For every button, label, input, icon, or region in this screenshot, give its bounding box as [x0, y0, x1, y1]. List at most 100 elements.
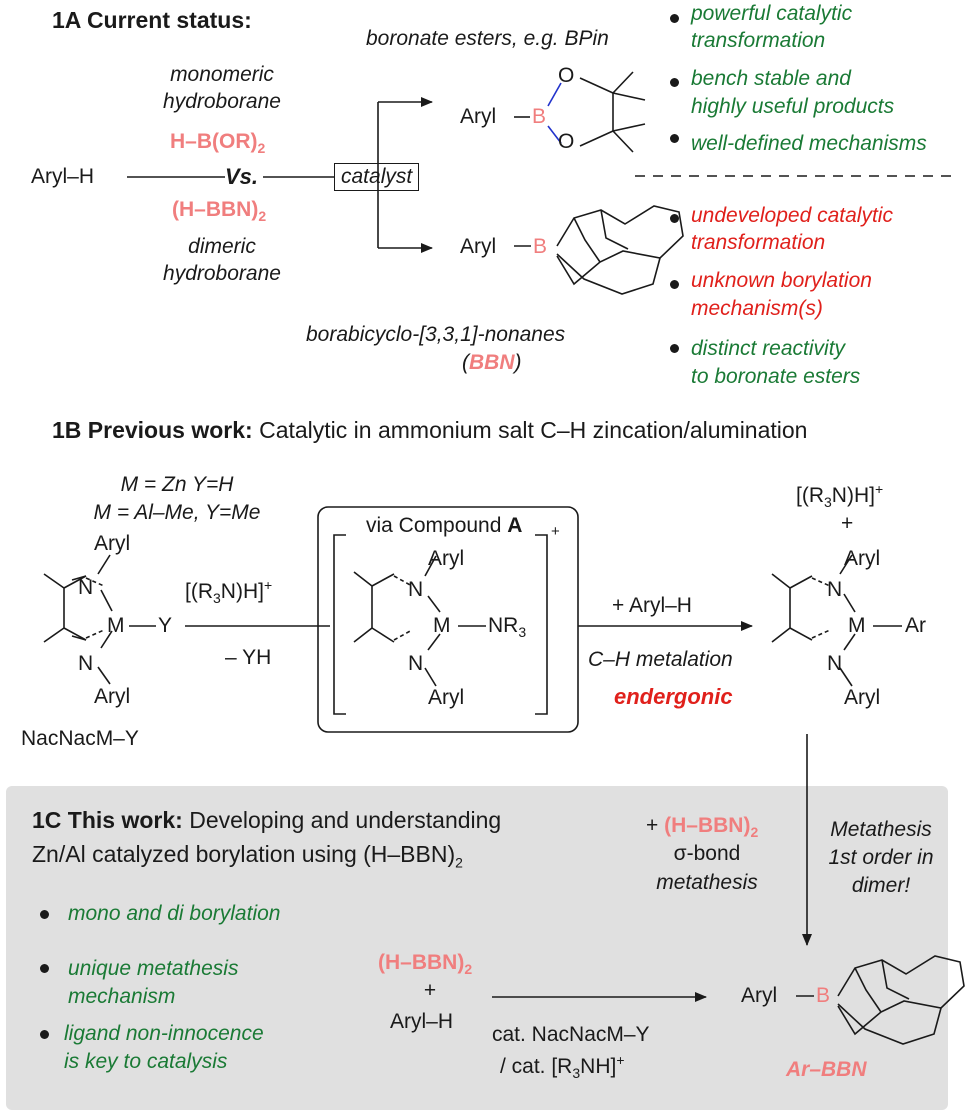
boron-bottom: B: [533, 235, 548, 258]
sigma-bond-label: σ-bond: [673, 842, 741, 865]
bbn-cage-bottom-product: [837, 1003, 942, 1045]
product-db-top: [811, 577, 831, 587]
product-n-top: N: [827, 578, 843, 601]
product-aryl: Aryl: [741, 984, 778, 1007]
bullet-dot: [670, 78, 679, 87]
bullet-ligand-line1: ligand non-innocence: [64, 1022, 264, 1045]
bullet-bench-line2: highly useful products: [691, 95, 895, 118]
compound-a-n-top: N: [408, 578, 424, 601]
methyl-2: [612, 92, 646, 101]
product-ar: Ar: [905, 614, 926, 637]
hbbn2-formula: (H–BBN)2: [172, 198, 267, 225]
oxygen-upper: O: [558, 64, 575, 87]
nacnac-y: Y: [158, 614, 173, 637]
section-1a-heading: 1A Current status:: [52, 7, 252, 33]
bullet-unknown-line1: unknown borylation: [691, 269, 872, 292]
plus-aryl-h: + Aryl–H: [612, 594, 692, 617]
this-work-panel: [6, 786, 948, 1110]
catalyst-box: catalyst: [334, 163, 420, 191]
bullet-dot: [670, 214, 679, 223]
bbn-cage-top: [556, 205, 684, 286]
product-aryl-top: [839, 554, 853, 575]
nacnac-label: NacNacM–Y: [21, 727, 139, 750]
bullet-powerful-line2: transformation: [691, 29, 826, 52]
product-aryl-bottom: [839, 667, 853, 687]
compound-a-backbone: [353, 571, 395, 643]
monomeric-label: monomeric: [170, 63, 274, 86]
m-al-definition: M = Al–Me, Y=Me: [93, 501, 261, 524]
nacnac-n-bottom: N: [78, 652, 94, 675]
vs-label: Vs.: [225, 164, 259, 189]
product-ar-bbn-label: Ar–BBN: [786, 1058, 867, 1081]
compound-a-m: M: [433, 614, 451, 637]
compound-a-aryl-bottom: Aryl: [428, 686, 465, 709]
nacnac-left-methyls: [71, 575, 87, 641]
bullet-distinct-line2: to boronate esters: [691, 365, 861, 388]
nacnac-left-backbone: [43, 573, 87, 643]
plus-hbbn-label: + (H–BBN)2: [646, 814, 759, 841]
boron-top: B: [532, 105, 547, 128]
product-plus: +: [841, 512, 854, 535]
compound-a-charge: +: [551, 523, 560, 540]
o-c-bond-upper: [579, 77, 614, 94]
bullet-unknown-line2: mechanism(s): [691, 297, 823, 320]
reactant-aryl-h: Aryl–H: [390, 1010, 454, 1033]
bullet-dot: [670, 280, 679, 289]
dimeric-label: dimeric: [188, 235, 256, 258]
o-c-bond-lower: [579, 130, 614, 147]
boronate-esters-label: boronate esters, e.g. BPin: [366, 27, 609, 50]
nacnac-m: M: [107, 614, 125, 637]
b-o-bond-upper: [547, 82, 562, 107]
nacnac-aryl-bottom: Aryl: [94, 685, 131, 708]
bullet-dot: [670, 14, 679, 23]
bullet-undeveloped-line2: transformation: [691, 231, 826, 254]
compound-a-nr3: NR3: [488, 614, 527, 641]
ammonium-reagent: [(R3N)H]+: [185, 577, 273, 607]
section-1c-heading: 1C This work: Developing and understandi…: [32, 807, 502, 833]
bullet-dot: [670, 134, 679, 143]
bbn-cage-inner-product: [854, 959, 910, 1013]
nacnac-aryl-top: Aryl: [94, 532, 131, 555]
nacnac-left-db-bottom: [85, 629, 105, 639]
bbn-cage-bottom-top: [556, 253, 661, 295]
ch-metalation: C–H metalation: [588, 648, 733, 671]
aryl-bottom: Aryl: [460, 235, 497, 258]
via-compound-a: via Compound A: [366, 514, 523, 537]
product-backbone: [771, 573, 813, 643]
product-db-bottom: [811, 629, 831, 639]
nacnac-left-n-aryl-top: [97, 554, 111, 575]
methyl-4: [612, 123, 646, 132]
bracket-left: [333, 534, 346, 715]
bullet-distinct-line1: distinct reactivity: [691, 337, 846, 360]
bbn-cage-product: [837, 955, 965, 1036]
product-n-bottom: N: [827, 652, 843, 675]
nacnac-left-n-m-top: [100, 589, 113, 612]
bullet-powerful-line1: powerful catalytic: [691, 2, 853, 25]
product-boron: B: [816, 984, 831, 1007]
nacnac-n-top: N: [78, 576, 94, 599]
bullet-bench-line1: bench stable and: [691, 67, 851, 90]
section-1c-subheading: Zn/Al catalyzed borylation using (H–BBN)…: [32, 841, 463, 871]
section-1b-heading: 1B Previous work: Catalytic in ammonium …: [52, 417, 808, 443]
bullet-undeveloped-line1: undeveloped catalytic: [691, 204, 893, 227]
monomeric-hydroborane-label: hydroborane: [163, 90, 281, 113]
bbn-caption: borabicyclo-[3,3,1]-nonanes: [306, 323, 566, 346]
product-aryl-bottom: Aryl: [844, 686, 881, 709]
product-n-m-top: [843, 593, 856, 613]
reactant-plus: +: [423, 979, 437, 1002]
nacnac-left-n-aryl-bottom: [97, 666, 111, 685]
note-line2: 1st order in: [828, 846, 934, 869]
compound-a-db-bottom: [393, 629, 413, 641]
bullet-unique-line1: unique metathesis: [68, 957, 239, 980]
condition-cocatalyst: / cat. [R3NH]+: [500, 1052, 625, 1082]
product-m: M: [848, 614, 866, 637]
nacnac-left-db-top: [85, 577, 105, 587]
bbn-abbrev: (BBN): [462, 351, 522, 374]
m-zn-definition: M = Zn Y=H: [120, 473, 234, 496]
condition-catalyst: cat. NacNacM–Y: [492, 1023, 650, 1046]
compound-a-db-top: [393, 575, 413, 587]
compound-a-aryl-top: [424, 555, 437, 577]
compound-a-aryl-bottom: [424, 667, 437, 687]
methyl-1: [612, 71, 634, 94]
